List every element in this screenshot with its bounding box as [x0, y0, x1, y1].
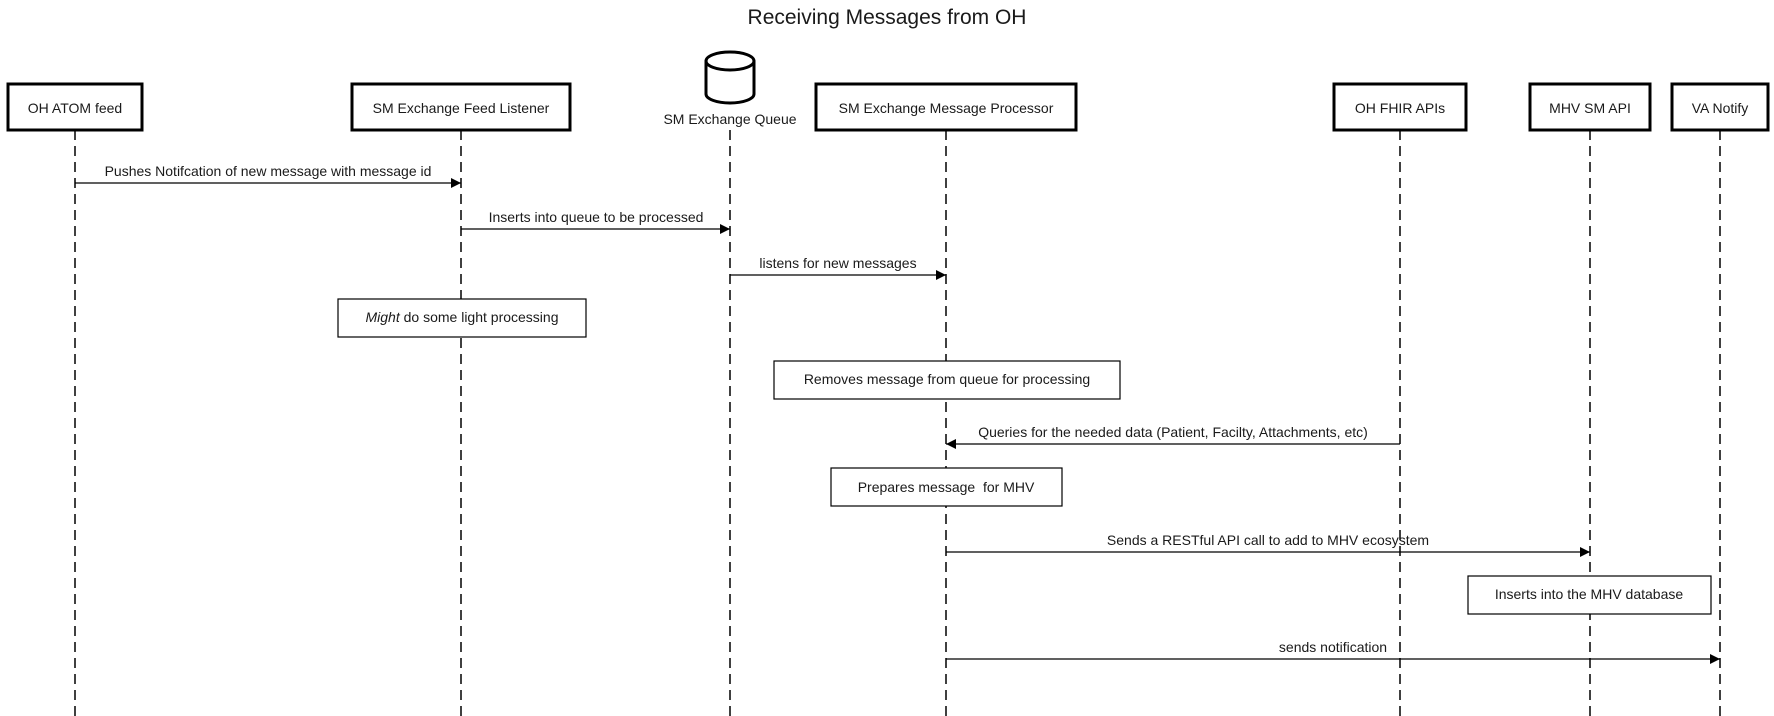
- participant-exchange-queue: SM Exchange Queue: [663, 50, 797, 127]
- note-box: [773, 360, 1121, 400]
- note-label: Might do some light processing: [366, 309, 559, 325]
- message-label: Sends a RESTful API call to add to MHV e…: [1107, 532, 1429, 548]
- participant-label: SM Exchange Feed Listener: [373, 100, 550, 116]
- participant-label: SM Exchange Queue: [663, 111, 796, 127]
- participant-box: [1332, 82, 1468, 132]
- participant-oh-atom-feed: OH ATOM feed: [6, 82, 144, 132]
- note-removes-message: Removes message from queue for processin…: [773, 360, 1121, 400]
- note-inserts-database: Inserts into the MHV database: [1467, 575, 1712, 615]
- message-insert-queue: Inserts into queue to be processed: [461, 209, 730, 234]
- note-label: Inserts into the MHV database: [1495, 586, 1684, 602]
- participant-label: SM Exchange Message Processor: [839, 100, 1054, 116]
- note-text: do some light processing: [400, 309, 559, 325]
- note-label: Prepares message for MHV: [858, 479, 1035, 495]
- participant-box: [6, 82, 144, 132]
- participant-label: VA Notify: [1692, 100, 1749, 116]
- participant-mhv-sm-api: MHV SM API: [1528, 82, 1652, 132]
- participant-box: [814, 82, 1078, 132]
- message-listens: listens for new messages: [730, 255, 946, 280]
- message-label: sends notification: [1279, 639, 1387, 655]
- note-italic-prefix: Might: [366, 309, 401, 325]
- participant-box: [1528, 82, 1652, 132]
- note-box: [830, 467, 1063, 507]
- message-restful-call: Sends a RESTful API call to add to MHV e…: [946, 532, 1590, 557]
- participant-fhir-apis: OH FHIR APIs: [1332, 82, 1468, 132]
- note-label: Removes message from queue for processin…: [804, 371, 1090, 387]
- participant-label: OH FHIR APIs: [1355, 100, 1445, 116]
- participant-va-notify: VA Notify: [1670, 82, 1770, 132]
- diagram-title: Receiving Messages from OH: [748, 6, 1027, 29]
- participant-label: OH ATOM feed: [28, 100, 122, 116]
- lifelines: [74, 130, 1721, 716]
- participant-box: [350, 82, 572, 132]
- message-queries-fhir: Queries for the needed data (Patient, Fa…: [946, 424, 1400, 449]
- message-label: listens for new messages: [759, 255, 916, 271]
- participant-feed-listener: SM Exchange Feed Listener: [350, 82, 572, 132]
- message-sends-notification: sends notification: [946, 639, 1720, 664]
- participant-label: MHV SM API: [1549, 100, 1631, 116]
- message-push-notification: Pushes Notifcation of new message with m…: [75, 163, 461, 188]
- message-label: Pushes Notifcation of new message with m…: [105, 163, 432, 179]
- database-icon: [704, 50, 756, 105]
- note-box: [1467, 575, 1712, 615]
- participant-message-processor: SM Exchange Message Processor: [814, 82, 1078, 132]
- note-light-processing: Might do some light processing: [337, 298, 587, 338]
- participant-box: [1670, 82, 1770, 132]
- message-label: Queries for the needed data (Patient, Fa…: [978, 424, 1368, 440]
- note-prepares-message: Prepares message for MHV: [830, 467, 1063, 507]
- note-box: [337, 298, 587, 338]
- message-label: Inserts into queue to be processed: [489, 209, 704, 225]
